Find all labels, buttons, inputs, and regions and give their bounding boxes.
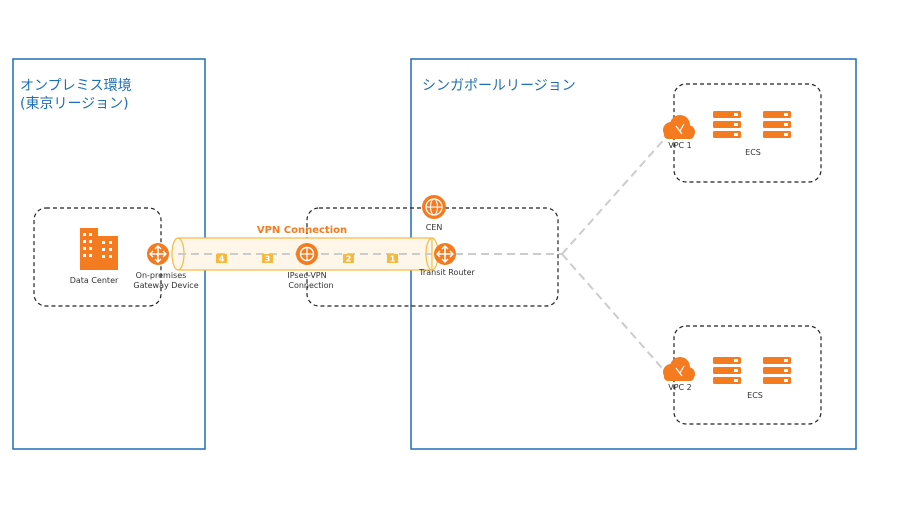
- ecs2-label: ECS: [747, 391, 763, 400]
- link-to-vpc2: [561, 253, 669, 376]
- vpn-gateway-icon: [296, 243, 318, 265]
- cen-label: CEN: [426, 223, 443, 232]
- data-center-group: [33, 207, 162, 307]
- gateway-label-line2: Gateway Device: [133, 281, 198, 290]
- vpc2-label: VPC 2: [668, 383, 692, 392]
- building-icon: [80, 228, 118, 270]
- cloud-icon: [663, 115, 695, 139]
- cen-icon: [422, 195, 446, 219]
- step-badge: 2: [343, 254, 354, 264]
- svg-text:4: 4: [219, 255, 225, 264]
- ecs1-label: ECS: [745, 148, 761, 157]
- vpc1-label: VPC 1: [668, 141, 692, 150]
- server-icon: [763, 357, 791, 384]
- transit-router-label: Transit Router: [418, 268, 475, 277]
- svg-text:2: 2: [346, 255, 352, 264]
- server-icon: [713, 357, 741, 384]
- link-to-vpc1: [561, 134, 669, 255]
- singapore-title: シンガポールリージョン: [422, 78, 576, 94]
- server-icon: [713, 111, 741, 138]
- gateway-label-line1: On-premises: [136, 271, 187, 280]
- vpc1-group: [673, 83, 822, 183]
- svg-text:3: 3: [265, 255, 271, 264]
- svg-text:1: 1: [390, 255, 396, 264]
- step-badge: 3: [262, 254, 273, 264]
- ipsec-label-line1: IPsec-VPN: [287, 271, 326, 280]
- data-center-label: Data Center: [70, 276, 119, 285]
- transit-router-icon: [434, 243, 456, 265]
- server-icon: [763, 111, 791, 138]
- step-badge: 1: [387, 254, 398, 264]
- cloud-icon: [663, 357, 695, 381]
- on-premises-title-line2: (東京リージョン): [20, 96, 129, 112]
- vpc2-group: [673, 325, 822, 425]
- ipsec-label-line2: Connection: [288, 281, 333, 290]
- vpn-connection-label: VPN Connection: [257, 225, 347, 236]
- step-badge: 4: [216, 254, 227, 264]
- on-premises-title-line1: オンプレミス環境: [20, 78, 132, 94]
- router-icon: [147, 243, 169, 265]
